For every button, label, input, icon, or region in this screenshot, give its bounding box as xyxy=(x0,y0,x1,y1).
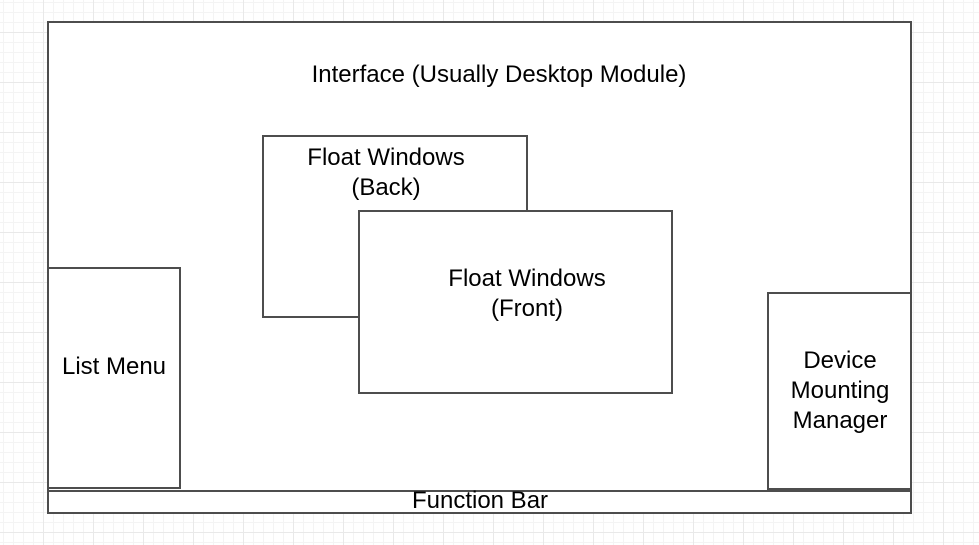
list-menu-box[interactable] xyxy=(47,267,181,489)
device-mounting-manager-box[interactable] xyxy=(767,292,912,490)
float-windows-front-box[interactable] xyxy=(358,210,673,394)
function-bar-box[interactable] xyxy=(47,490,912,514)
